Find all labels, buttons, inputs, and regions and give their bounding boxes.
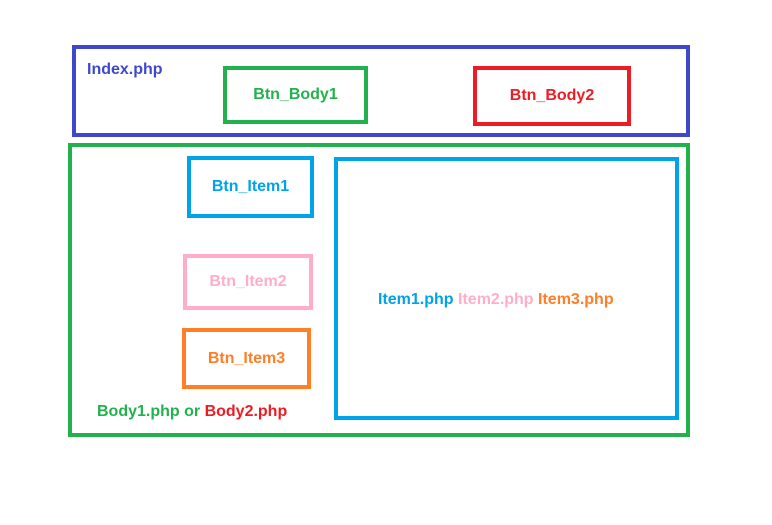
index-frame (72, 45, 690, 137)
body-caption: Body1.php or Body2.php (97, 403, 287, 421)
item1-file-label: Item1.php (378, 291, 454, 308)
btn-body1[interactable]: Btn_Body1 (223, 66, 368, 124)
index-label: Index.php (87, 61, 163, 78)
body1-file-label: Body1.php (97, 403, 180, 420)
or-connector: or (179, 403, 205, 420)
btn-item1[interactable]: Btn_Item1 (187, 156, 314, 218)
btn-item2[interactable]: Btn_Item2 (183, 254, 313, 310)
btn-item3[interactable]: Btn_Item3 (182, 328, 311, 389)
body-frame (68, 143, 690, 437)
item-content-panel (334, 157, 679, 420)
item-caption: Item1.php Item2.php Item3.php (378, 291, 614, 309)
item3-file-label: Item3.php (538, 291, 614, 308)
btn-body2[interactable]: Btn_Body2 (473, 66, 631, 126)
item2-file-label: Item2.php (458, 291, 534, 308)
body2-file-label: Body2.php (204, 403, 288, 420)
